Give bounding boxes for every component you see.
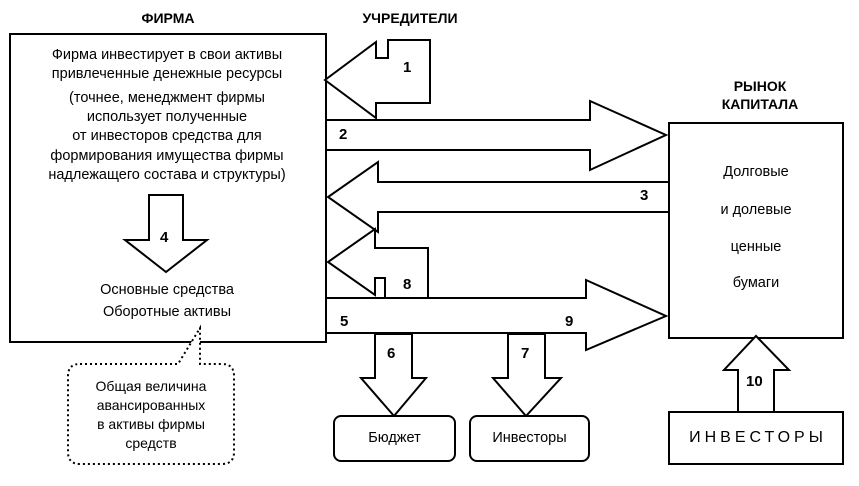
callout-line-4: средств xyxy=(125,435,177,451)
flow-3-arrow xyxy=(326,160,668,234)
callout-line-2: авансированных xyxy=(96,397,206,413)
investors-box-big xyxy=(668,411,844,465)
market-header-line1: РЫНОК xyxy=(733,78,787,94)
flow-10-arrow xyxy=(721,334,792,412)
callout-line-3: в активы фирмы xyxy=(97,416,205,432)
flow-number-5: 5 xyxy=(340,313,349,330)
budget-box xyxy=(333,415,456,462)
market-header-line2: КАПИТАЛА xyxy=(721,96,799,112)
flow-2-arrow xyxy=(327,99,669,172)
flow-1-arrow xyxy=(323,39,431,120)
flow-9-arrow xyxy=(327,278,669,352)
market-securities-line-2: и долевые xyxy=(720,202,792,218)
callout-bubble xyxy=(67,324,235,465)
firm-description-line-7: надлежащего состава и структуры) xyxy=(48,167,286,183)
firm-header: ФИРМА xyxy=(141,10,195,26)
firm-description-line-3: (точнее, менеджмент фирмы xyxy=(69,90,265,106)
firm-box xyxy=(9,33,327,343)
flow-7-arrow xyxy=(490,333,564,418)
market-securities-line-3: ценные xyxy=(730,239,782,255)
founders-header: УЧРЕДИТЕЛИ xyxy=(362,10,458,26)
flow-number-9: 9 xyxy=(565,313,574,330)
firm-description-line-5: от инвесторов средства для xyxy=(72,128,262,144)
flow-number-8: 8 xyxy=(403,276,412,293)
current-assets-label: Оборотные активы xyxy=(102,304,232,320)
market-securities-line-4: бумаги xyxy=(732,275,780,291)
investors-box-small xyxy=(469,415,590,462)
firm-description-line-6: формирования имущества фирмы xyxy=(50,148,284,164)
capital-market-box xyxy=(668,122,844,339)
flow-number-2: 2 xyxy=(339,126,348,143)
firm-description-line-4: использует полученные xyxy=(86,109,248,125)
budget-label: Бюджет xyxy=(368,430,421,446)
flow-number-7: 7 xyxy=(521,345,530,362)
flow-number-6: 6 xyxy=(387,345,396,362)
firm-description-line-1: Фирма инвестирует в свои активы xyxy=(51,47,283,63)
firm-description-line-2: привлеченные денежные ресурсы xyxy=(51,66,283,82)
market-securities-line-1: Долговые xyxy=(723,164,789,180)
investors-big-label: ИНВЕСТОРЫ xyxy=(689,429,827,446)
fixed-assets-label: Основные средства xyxy=(100,282,234,298)
investors-small-label: Инвесторы xyxy=(492,430,567,446)
flow-number-4: 4 xyxy=(160,229,169,246)
flow-6-arrow xyxy=(358,333,429,418)
flow-number-3: 3 xyxy=(640,187,649,204)
flow-number-10: 10 xyxy=(746,373,763,390)
flow-8-arrow xyxy=(326,227,429,298)
callout-line-1: Общая величина xyxy=(95,378,207,394)
flow-4-arrow xyxy=(122,194,210,274)
flow-number-1: 1 xyxy=(403,59,412,76)
